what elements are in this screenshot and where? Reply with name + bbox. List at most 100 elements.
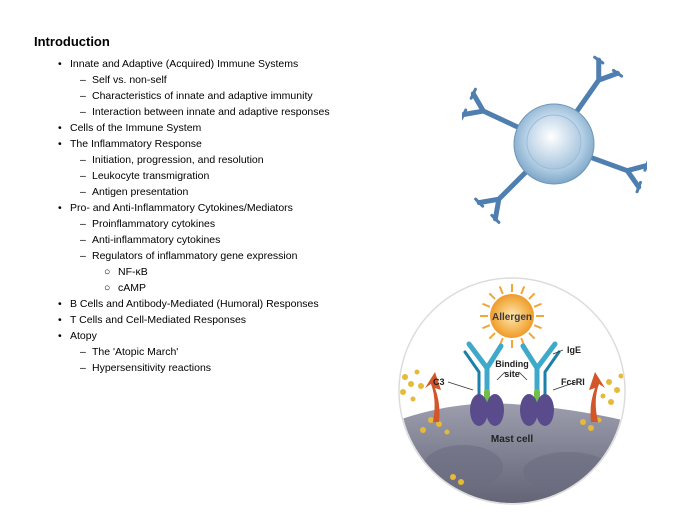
outline-item-level1: • T Cells and Cell-Mediated Responses [58, 313, 246, 328]
outline-marker: – [80, 250, 86, 262]
outline-marker: – [80, 234, 86, 246]
c3-label: C3 [433, 377, 445, 387]
outline-text: Antigen presentation [92, 186, 189, 198]
antibody-tip [462, 108, 468, 121]
ige-label: IgE [567, 345, 581, 355]
allergen-ray [533, 302, 542, 308]
outline-item-level2: –Initiation, progression, and resolution [80, 153, 264, 168]
outline-marker: – [80, 346, 86, 358]
outline-text: Interaction between innate and adaptive … [92, 106, 330, 118]
outline-marker: – [80, 90, 86, 102]
outline-marker: • [58, 314, 62, 326]
outline-marker: • [58, 330, 62, 342]
outline-marker: – [80, 186, 86, 198]
outline-item-level1: • Cells of the Immune System [58, 121, 201, 136]
allergen-ray [482, 324, 491, 330]
outline-text: B Cells and Antibody-Mediated (Humoral) … [70, 298, 319, 310]
outline-item-level2: –Anti-inflammatory cytokines [80, 233, 220, 248]
outline-item-level3: ○ NF-κB [104, 265, 148, 280]
outline-text: Atopy [70, 330, 97, 342]
antibody-tip [635, 180, 642, 194]
outline-text: Pro- and Anti-Inflammatory Cytokines/Med… [70, 202, 293, 214]
binding-site-label-line2: site [504, 369, 520, 379]
outline-marker: • [58, 298, 62, 310]
outline-item-level1: • Pro- and Anti-Inflammatory Cytokines/Me… [58, 201, 293, 216]
outline-item-level2: –Self vs. non-self [80, 73, 167, 88]
allergen-ray [533, 324, 542, 330]
antibody-tip [593, 55, 605, 65]
ige-antibodies [463, 341, 561, 407]
antibody-icon [589, 155, 647, 190]
outline-text: Leukocyte transmigration [92, 170, 210, 182]
outline-marker: ○ [104, 282, 111, 294]
antibody-tip [643, 160, 647, 172]
outline-marker: – [80, 74, 86, 86]
outline-item-level1: • The Inflammatory Response [58, 137, 202, 152]
outline-marker: ○ [104, 266, 111, 278]
outline-marker: • [58, 202, 62, 214]
antibody-tip [474, 197, 485, 208]
outline-marker: • [58, 122, 62, 134]
outline-text: Anti-inflammatory cytokines [92, 234, 221, 246]
allergen-ray [498, 286, 504, 295]
antibody-tip [490, 213, 501, 224]
outline-marker: – [80, 154, 86, 166]
outline-marker: – [80, 218, 86, 230]
lymphocyte-antibody-figure [462, 55, 647, 224]
outline-item-level2: –Interaction between innate and adaptive… [80, 105, 330, 120]
fceri-label: FcεRI [561, 377, 585, 387]
allergen-icon [480, 284, 544, 348]
mast-cell-label: Mast cell [491, 434, 533, 445]
fceri-receptors [470, 394, 554, 426]
antibody-icon [476, 169, 529, 222]
cell-nucleus [526, 114, 582, 170]
degranulation-arrows [425, 372, 605, 422]
outline-text: Innate and Adaptive (Acquired) Immune Sy… [70, 58, 299, 70]
outline-item-level1: • Innate and Adaptive (Acquired) Immune S… [58, 57, 298, 72]
antibody-tip [469, 87, 477, 100]
antibody-tip [611, 68, 624, 78]
mast-cell-figure: Allergen IgE Binding site C3 [398, 277, 626, 505]
outline-marker: • [58, 138, 62, 150]
allergen-ray [528, 332, 536, 340]
outline-text: Cells of the Immune System [70, 122, 202, 134]
outline-text: cAMP [118, 282, 147, 294]
outline-marker: • [58, 58, 62, 70]
outline-text: Initiation, progression, and resolution [92, 154, 264, 166]
antibody-group [462, 55, 647, 224]
outline-text: The 'Atopic March' [92, 346, 179, 358]
outline-item-level2: –Hypersensitivity reactions [80, 361, 211, 376]
binding-site-label-line1: Binding [495, 359, 529, 369]
page-title: Introduction [34, 34, 110, 49]
outline-item-level2: –The 'Atopic March' [80, 345, 178, 360]
outline-marker: – [80, 362, 86, 374]
outline-item-level2: –Antigen presentation [80, 185, 188, 200]
antibody-icon [462, 91, 521, 130]
outline-item-level2: –Regulators of inflammatory gene express… [80, 249, 297, 264]
outline-item-level1: • B Cells and Antibody-Mediated (Humoral)… [58, 297, 319, 312]
outline-text: The Inflammatory Response [70, 138, 202, 150]
outline-text: Hypersensitivity reactions [92, 362, 212, 374]
granules [400, 369, 624, 485]
outline-item-level2: –Characteristics of innate and adaptive … [80, 89, 313, 104]
allergen-ray [520, 286, 526, 295]
allergen-label: Allergen [492, 312, 532, 323]
outline-marker: – [80, 170, 86, 182]
outline-text: Characteristics of innate and adaptive i… [92, 90, 313, 102]
antibody-icon [574, 57, 621, 114]
outline-text: T Cells and Cell-Mediated Responses [70, 314, 247, 326]
allergen-ray [482, 302, 491, 308]
outline-text: Self vs. non-self [92, 74, 167, 86]
allergen-ray [488, 292, 496, 300]
outline-item-level3: ○ cAMP [104, 281, 146, 296]
outline-text: Proinflammatory cytokines [92, 218, 216, 230]
allergen-ray [528, 292, 536, 300]
outline-item-level1: • Atopy [58, 329, 97, 344]
allergen-ray [488, 332, 496, 340]
outline-item-level2: –Leukocyte transmigration [80, 169, 209, 184]
outline-text: Regulators of inflammatory gene expressi… [92, 250, 298, 262]
outline-text: NF-κB [118, 266, 148, 278]
outline-marker: – [80, 106, 86, 118]
outline-item-level2: –Proinflammatory cytokines [80, 217, 215, 232]
